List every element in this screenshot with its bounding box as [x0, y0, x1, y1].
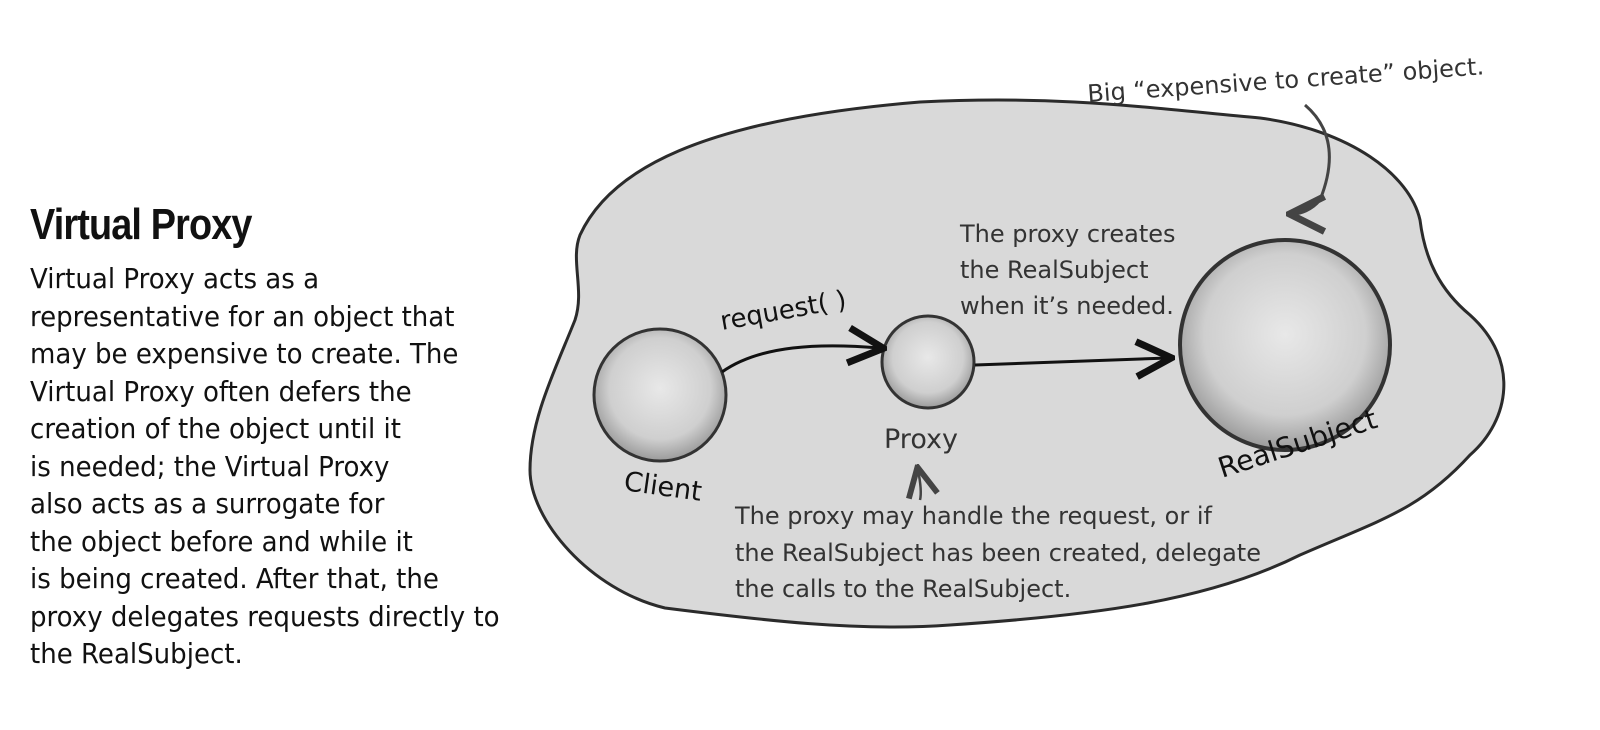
- proxy-node: [880, 314, 976, 410]
- big-object-pointer-arrow: [1293, 103, 1331, 214]
- description-panel: Virtual Proxy Virtual Proxy acts as a re…: [30, 200, 590, 673]
- proxy-handles-note-line: the RealSubject has been created, delega…: [735, 539, 1261, 567]
- proxy-handles-pointer-arrow: [918, 470, 921, 501]
- proxy-label: Proxy: [884, 424, 958, 455]
- client-node: [592, 327, 728, 463]
- proxy-handles-note-line: The proxy may handle the request, or if: [734, 502, 1213, 530]
- proxy-creates-note-line: the RealSubject: [960, 256, 1148, 284]
- request-arrow: [721, 346, 880, 374]
- page-title: Virtual Proxy: [30, 200, 252, 249]
- real-subject-node: [1178, 238, 1392, 452]
- big-object-note: Big “expensive to create” object.: [1086, 52, 1485, 108]
- proxy-creates-note-line: when it’s needed.: [960, 292, 1174, 320]
- proxy-creates-note-line: The proxy creates: [959, 220, 1176, 248]
- description-text: Virtual Proxy acts as a representative f…: [30, 262, 500, 670]
- proxy-handles-note-line: the calls to the RealSubject.: [735, 575, 1071, 603]
- delegate-arrow: [974, 358, 1168, 365]
